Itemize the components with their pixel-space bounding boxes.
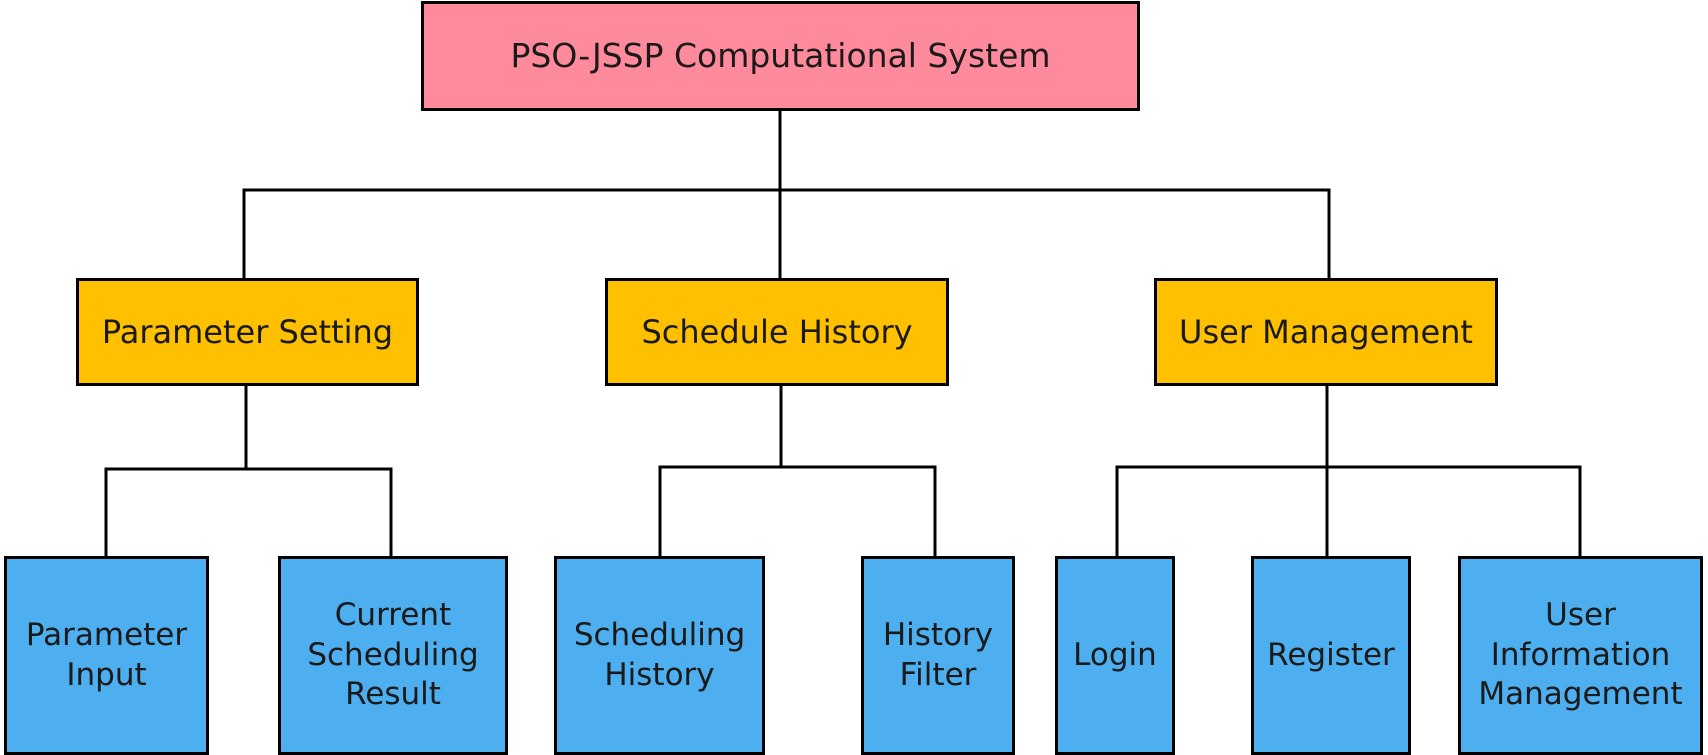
leaf-parameter-input: Parameter Input: [4, 556, 209, 755]
leaf-history-filter-label: History Filter: [882, 616, 994, 693]
leaf-current-scheduling-result: Current Scheduling Result: [278, 556, 508, 755]
module-user-management-label: User Management: [1179, 312, 1473, 351]
leaf-login-label: Login: [1073, 636, 1157, 673]
leaf-parameter-input-label: Parameter Input: [25, 616, 188, 693]
root-node-label: PSO-JSSP Computational System: [510, 35, 1051, 75]
module-parameter-setting-label: Parameter Setting: [101, 312, 394, 351]
leaf-current-scheduling-result-label: Current Scheduling Result: [307, 596, 479, 713]
module-parameter-setting: Parameter Setting: [76, 278, 419, 386]
root-node: PSO-JSSP Computational System: [421, 1, 1140, 111]
module-schedule-history-label: Schedule History: [641, 312, 913, 351]
leaf-login: Login: [1055, 556, 1175, 755]
leaf-user-information-management: User Information Management: [1458, 556, 1703, 755]
leaf-scheduling-history: Scheduling History: [554, 556, 765, 755]
leaf-history-filter: History Filter: [861, 556, 1015, 755]
leaf-user-information-management-label: User Information Management: [1478, 596, 1683, 713]
leaf-register-label: Register: [1267, 636, 1395, 673]
leaf-register: Register: [1251, 556, 1411, 755]
module-schedule-history: Schedule History: [605, 278, 949, 386]
module-user-management: User Management: [1154, 278, 1498, 386]
leaf-scheduling-history-label: Scheduling History: [573, 616, 746, 693]
